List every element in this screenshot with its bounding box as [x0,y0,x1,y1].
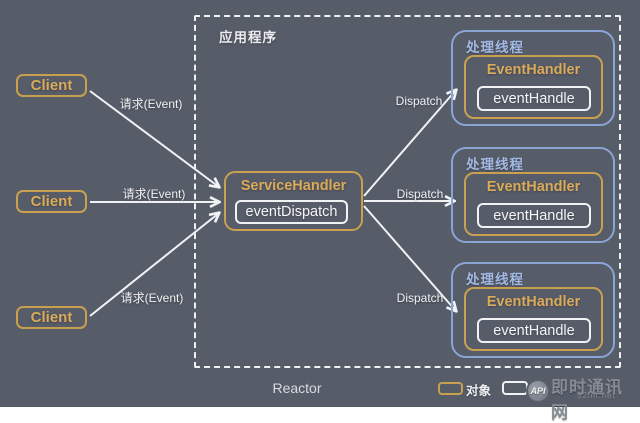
application-boundary-label: 应用程序 [219,30,277,45]
event-handler-title: EventHandler [486,179,581,195]
service-handler-node: ServiceHandler eventDispatch [224,171,363,231]
client-node-label: Client [30,193,73,210]
dispatch-edge-label-1: Dispatch [395,94,443,108]
event-handler-title: EventHandler [486,62,581,78]
event-handle-method-box: eventHandle [477,86,591,111]
connector-arrows [89,0,640,317]
event-handler-node: EventHandler eventHandle [464,287,603,351]
worker-thread-node-2: 处理线程 EventHandler eventHandle [451,147,615,243]
request-edge-label-2: 请求(Event) [122,187,186,201]
event-handle-method-label: eventHandle [493,322,575,339]
application-boundary: 应用程序 [194,15,621,368]
service-handler-title: ServiceHandler [240,178,347,194]
worker-thread-label: 处理线程 [466,272,524,287]
client-node-2: Client [16,190,87,213]
event-handle-method-box: eventHandle [477,318,591,343]
event-handle-method-box: eventHandle [477,203,591,228]
worker-thread-label: 处理线程 [466,157,524,172]
event-handler-title: EventHandler [486,294,581,310]
client-node-3: Client [16,306,87,329]
worker-thread-node-3: 处理线程 EventHandler eventHandle [451,262,615,358]
client-node-1: Client [16,74,87,97]
event-handler-node: EventHandler eventHandle [464,172,603,236]
legend-method-swatch [502,381,528,395]
dispatch-edge-label-3: Dispatch [396,291,444,305]
event-handle-method-label: eventHandle [493,90,575,107]
dispatch-edge-label-2: Dispatch [396,187,444,201]
api-logo-icon: API [526,379,550,403]
event-handler-node: EventHandler eventHandle [464,55,603,119]
request-edge-label-3: 请求(Event) [120,291,184,305]
worker-thread-label: 处理线程 [466,40,524,55]
client-node-label: Client [30,77,73,94]
reactor-label: Reactor [272,380,322,396]
event-handle-method-label: eventHandle [493,207,575,224]
request-edge-label-1: 请求(Event) [119,97,183,111]
legend-object-label: 对象 [466,384,492,398]
watermark-domain: 52im.net [577,391,616,400]
event-dispatch-method-box: eventDispatch [235,200,348,224]
api-logo-text: API [530,386,546,396]
client-node-label: Client [30,309,73,326]
event-dispatch-method-label: eventDispatch [245,204,338,220]
worker-thread-node-1: 处理线程 EventHandler eventHandle [451,30,615,126]
legend-object-swatch [438,382,463,395]
